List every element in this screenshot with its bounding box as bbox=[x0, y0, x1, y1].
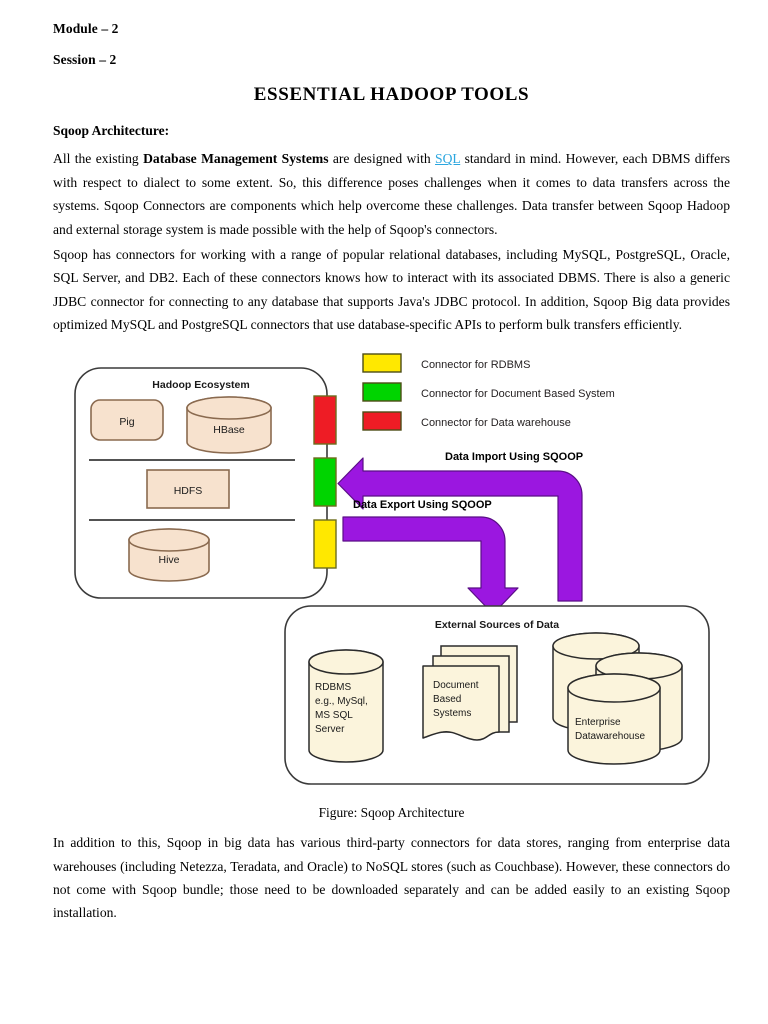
legend-swatch-document-based bbox=[362, 382, 402, 403]
paragraph-1-text-c: standard in mind. However, each DBMS dif… bbox=[53, 151, 731, 237]
paragraph-1-bold: Database Management Systems bbox=[143, 151, 329, 167]
rdbms-label-line-4: Server bbox=[315, 724, 345, 735]
connector-tab-data-warehouse bbox=[313, 395, 337, 446]
pig-shape bbox=[90, 399, 164, 442]
hadoop-ecosystem-title: Hadoop Ecosystem bbox=[152, 379, 249, 391]
module-line: Module – 2 bbox=[53, 21, 119, 36]
datawarehouse-label-line-2: Datawarehouse bbox=[575, 731, 645, 742]
paragraph-1: All the existing Database Management Sys… bbox=[53, 147, 730, 241]
legend-swatch-rdbms bbox=[362, 353, 402, 374]
paragraph-3: In addition to this, Sqoop in big data h… bbox=[53, 835, 730, 921]
hive-shape bbox=[128, 528, 210, 583]
hdfs-shape bbox=[146, 469, 230, 510]
data-import-label: Data Import Using SQOOP bbox=[445, 451, 583, 463]
hive-label: Hive bbox=[158, 554, 179, 566]
rdbms-label-line-3: MS SQL bbox=[315, 710, 353, 721]
session-line: Session – 2 bbox=[53, 51, 117, 67]
data-export-arrow bbox=[342, 516, 519, 615]
hdfs-label: HDFS bbox=[174, 485, 203, 497]
enterprise-datawarehouse-shape bbox=[552, 632, 683, 766]
datawarehouse-label-line-1: Enterprise bbox=[575, 717, 621, 728]
paragraph-1-text-b: are designed with bbox=[328, 151, 436, 167]
rdbms-label-line-2: e.g., MySql, bbox=[315, 696, 368, 707]
legend-swatch-data-warehouse bbox=[362, 411, 402, 432]
external-sources-title: External Sources of Data bbox=[435, 619, 559, 631]
connector-tab-document-based bbox=[313, 457, 337, 508]
figure-caption: Figure: Sqoop Architecture bbox=[318, 805, 465, 821]
connector-tab-rdbms bbox=[313, 519, 337, 570]
rdbms-shape bbox=[308, 649, 384, 764]
page-title: ESSENTIAL HADOOP TOOLS bbox=[253, 83, 530, 105]
document-label-line-3: Systems bbox=[433, 708, 471, 719]
legend-label-rdbms: Connector for RDBMS bbox=[421, 359, 530, 371]
section-heading: Sqoop Architecture: bbox=[53, 122, 170, 138]
hbase-label: HBase bbox=[213, 424, 245, 436]
sqoop-architecture-figure: Hadoop Ecosystem Pig HBase HDFS Hive bbox=[53, 350, 730, 798]
legend-label-document-based: Connector for Document Based System bbox=[421, 388, 615, 400]
paragraph-2: Sqoop has connectors for working with a … bbox=[53, 246, 730, 332]
data-export-label: Data Export Using SQOOP bbox=[353, 499, 492, 511]
paragraph-1-text-a: All the existing bbox=[53, 151, 144, 167]
document-label-line-1: Document bbox=[433, 680, 479, 691]
hbase-shape bbox=[186, 396, 272, 455]
document-label-line-2: Based bbox=[433, 694, 461, 705]
figure-legend: Connector for RDBMS Connector for Docume… bbox=[362, 353, 615, 432]
sql-link[interactable]: SQL bbox=[435, 151, 461, 167]
pig-label: Pig bbox=[119, 416, 134, 428]
rdbms-label-line-1: RDBMS bbox=[315, 682, 351, 693]
document-stack-shape bbox=[422, 645, 518, 742]
data-import-arrow bbox=[337, 457, 583, 602]
legend-label-data-warehouse: Connector for Data warehouse bbox=[421, 417, 571, 429]
